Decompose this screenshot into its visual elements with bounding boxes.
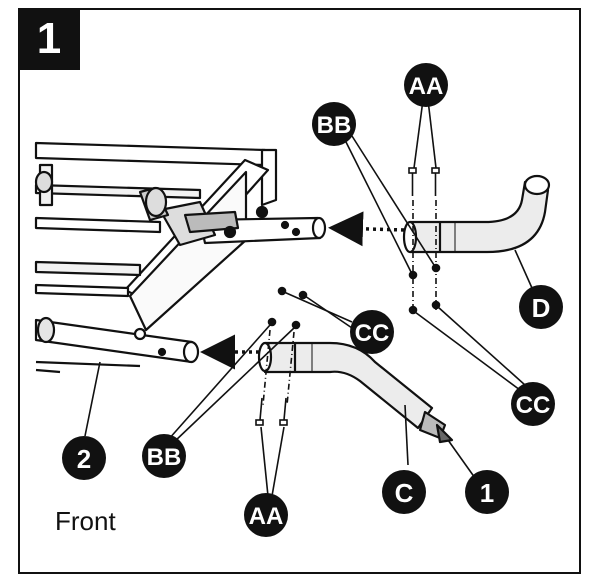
hardware xyxy=(255,167,441,426)
svg-text:BB: BB xyxy=(317,112,352,139)
callout-2: 2 xyxy=(62,436,106,480)
diagram-frame xyxy=(18,8,581,574)
callout-aa-bottom: AA xyxy=(244,493,288,537)
svg-text:2: 2 xyxy=(77,444,91,474)
callout-cc-right: CC xyxy=(511,382,555,426)
svg-text:AA: AA xyxy=(409,73,444,100)
part-d-tube xyxy=(402,174,551,254)
insertion-arrows xyxy=(200,211,405,370)
callout-bb-top: BB xyxy=(312,102,356,146)
svg-text:CC: CC xyxy=(516,392,551,419)
callout-1: 1 xyxy=(465,470,509,514)
callout-group: AA BB D CC CC 2 xyxy=(62,63,563,537)
callout-cc-mid: CC xyxy=(350,310,394,354)
svg-text:C: C xyxy=(395,478,414,508)
callout-bb-bottom: BB xyxy=(142,434,186,478)
svg-text:CC: CC xyxy=(355,320,390,347)
front-orientation-label: Front xyxy=(55,506,116,536)
callout-d: D xyxy=(519,285,563,329)
svg-text:BB: BB xyxy=(147,444,182,471)
svg-text:AA: AA xyxy=(249,503,284,530)
svg-text:D: D xyxy=(532,293,551,323)
part-c-tube xyxy=(257,341,454,444)
callout-c: C xyxy=(382,470,426,514)
leader-lines xyxy=(84,99,533,497)
base-frame xyxy=(34,141,327,374)
step-number-badge: 1 xyxy=(18,8,80,70)
callout-aa-top: AA xyxy=(404,63,448,107)
svg-text:1: 1 xyxy=(480,478,494,508)
